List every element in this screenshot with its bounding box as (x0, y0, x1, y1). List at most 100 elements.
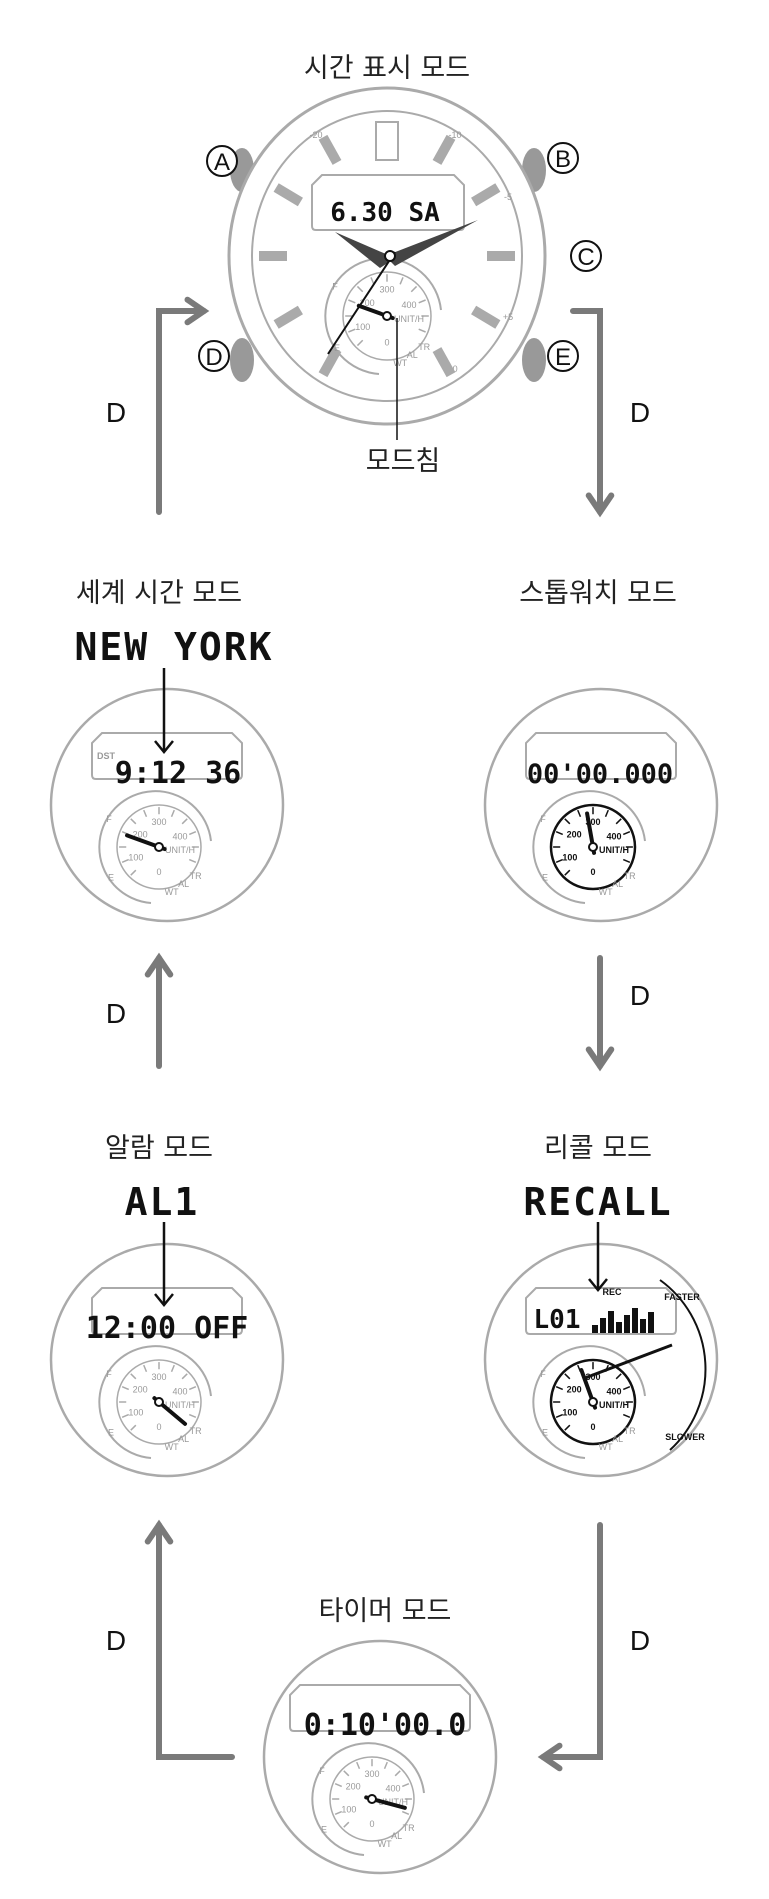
dial-tick (130, 1373, 137, 1380)
dial-scale-label: 400 (385, 1784, 400, 1794)
dial-unit: UNIT/H (378, 1797, 408, 1807)
bezel-mark: -5 (504, 192, 512, 202)
dial-unit: UNIT/H (394, 314, 424, 324)
mode-indicator-al: AL (612, 1434, 623, 1444)
fuel-ring (324, 257, 442, 375)
dial-tick (622, 858, 631, 863)
fuel-e: E (321, 1825, 327, 1835)
button-b[interactable]: B (547, 142, 579, 174)
lcd-recall: L01 (534, 1305, 581, 1335)
dial-tick (348, 299, 356, 304)
arrowhead (585, 1046, 615, 1072)
dial-scale-label: 0 (590, 867, 595, 877)
dial-scale-label: 300 (364, 1769, 379, 1779)
arrow-to-timer (540, 1522, 603, 1760)
dial-scale-label: 200 (567, 829, 582, 839)
dial-tick (394, 1770, 401, 1777)
dial-tick (622, 831, 631, 836)
recall-bar (632, 1308, 638, 1333)
hand-pivot (154, 1397, 164, 1407)
arrowhead (144, 952, 174, 978)
title-recall: 리콜 모드 (544, 1133, 652, 1164)
dial-unit: UNIT/H (599, 845, 629, 855)
title-world-time: 세계 시간 모드 (76, 578, 242, 609)
recall-bar (624, 1315, 630, 1333)
callout-al1: AL1 (125, 1180, 200, 1224)
button-e[interactable]: E (547, 340, 579, 372)
mode-indicator-al: AL (178, 879, 189, 889)
arrowhead (184, 296, 210, 326)
dial-tick (170, 809, 175, 818)
arrow-to-timekeeping (156, 308, 207, 515)
dial-tick (121, 858, 130, 863)
dial-tick (555, 831, 564, 836)
dial-tick (622, 1413, 631, 1418)
fuel-f: F (106, 1369, 112, 1379)
dial-scale-label: 100 (341, 1805, 356, 1815)
mode-indicator-wt: WT (599, 1442, 613, 1452)
dial-scale-label: 400 (606, 832, 621, 842)
recall-bar (616, 1322, 622, 1333)
svg-text:D: D (205, 344, 222, 371)
dial-tick (410, 285, 418, 293)
svg-text:C: C (577, 244, 594, 271)
dial-scale-label: 300 (585, 817, 600, 827)
hour-marker-12 (375, 121, 399, 161)
dial-tick (555, 1413, 564, 1418)
mode-indicator-wt: WT (165, 887, 179, 897)
bezel-mark: -20 (309, 130, 322, 140)
hour-hand (335, 232, 395, 268)
dial-scale-label: 100 (128, 853, 143, 863)
mode-indicator-tr: TR (190, 871, 202, 881)
dial-scale-label: 300 (151, 817, 166, 827)
center-pivot (384, 250, 396, 262)
title-alarm: 알람 모드 (105, 1133, 213, 1164)
fuel-f: F (319, 1766, 325, 1776)
dial-scale-label: 0 (369, 1819, 374, 1829)
dial-scale-label: 200 (360, 298, 375, 308)
bezel-mark: +5 (503, 312, 513, 322)
button-a[interactable]: A (206, 145, 238, 177)
hand-pivot (154, 842, 164, 852)
dial-tick (401, 1810, 410, 1815)
dial-scale-label: 100 (562, 853, 577, 863)
mode-indicator-al: AL (178, 1434, 189, 1444)
fuel-f: F (540, 814, 546, 824)
title-timer: 타이머 모드 (319, 1596, 452, 1627)
dial-scale-label: 0 (156, 1422, 161, 1432)
arrowhead (588, 1278, 608, 1292)
label-d: D (630, 397, 650, 428)
svg-text:B: B (555, 146, 571, 173)
lcd-frame (91, 732, 243, 780)
dial-tick (170, 1364, 175, 1373)
dial-tick (564, 869, 571, 876)
dial-ring (251, 110, 523, 402)
fuel-e: E (108, 873, 114, 883)
lcd-frame (289, 1684, 471, 1732)
dial-unit: UNIT/H (165, 845, 195, 855)
fuel-ring (532, 790, 646, 904)
dial-tick (343, 1821, 350, 1828)
dial-tick (622, 1386, 631, 1391)
mode-indicator-tr: TR (624, 1426, 636, 1436)
recall-bar (600, 1318, 606, 1333)
button-d[interactable]: D (198, 340, 230, 372)
recall-bar (648, 1312, 654, 1333)
dial-tick (401, 1783, 410, 1788)
dial-tick (143, 809, 148, 818)
dial-scale-label: 0 (156, 867, 161, 877)
dial-tick (383, 1761, 388, 1770)
fuel-f: F (106, 814, 112, 824)
dial-tick (334, 1810, 343, 1815)
arrowhead (154, 740, 174, 754)
callout-new-york: NEW YORK (74, 625, 273, 669)
fuel-ring (98, 790, 212, 904)
arrow-to-stopwatch (570, 308, 603, 515)
button-c[interactable]: C (570, 240, 602, 272)
dial-scale-label: 400 (172, 1387, 187, 1397)
